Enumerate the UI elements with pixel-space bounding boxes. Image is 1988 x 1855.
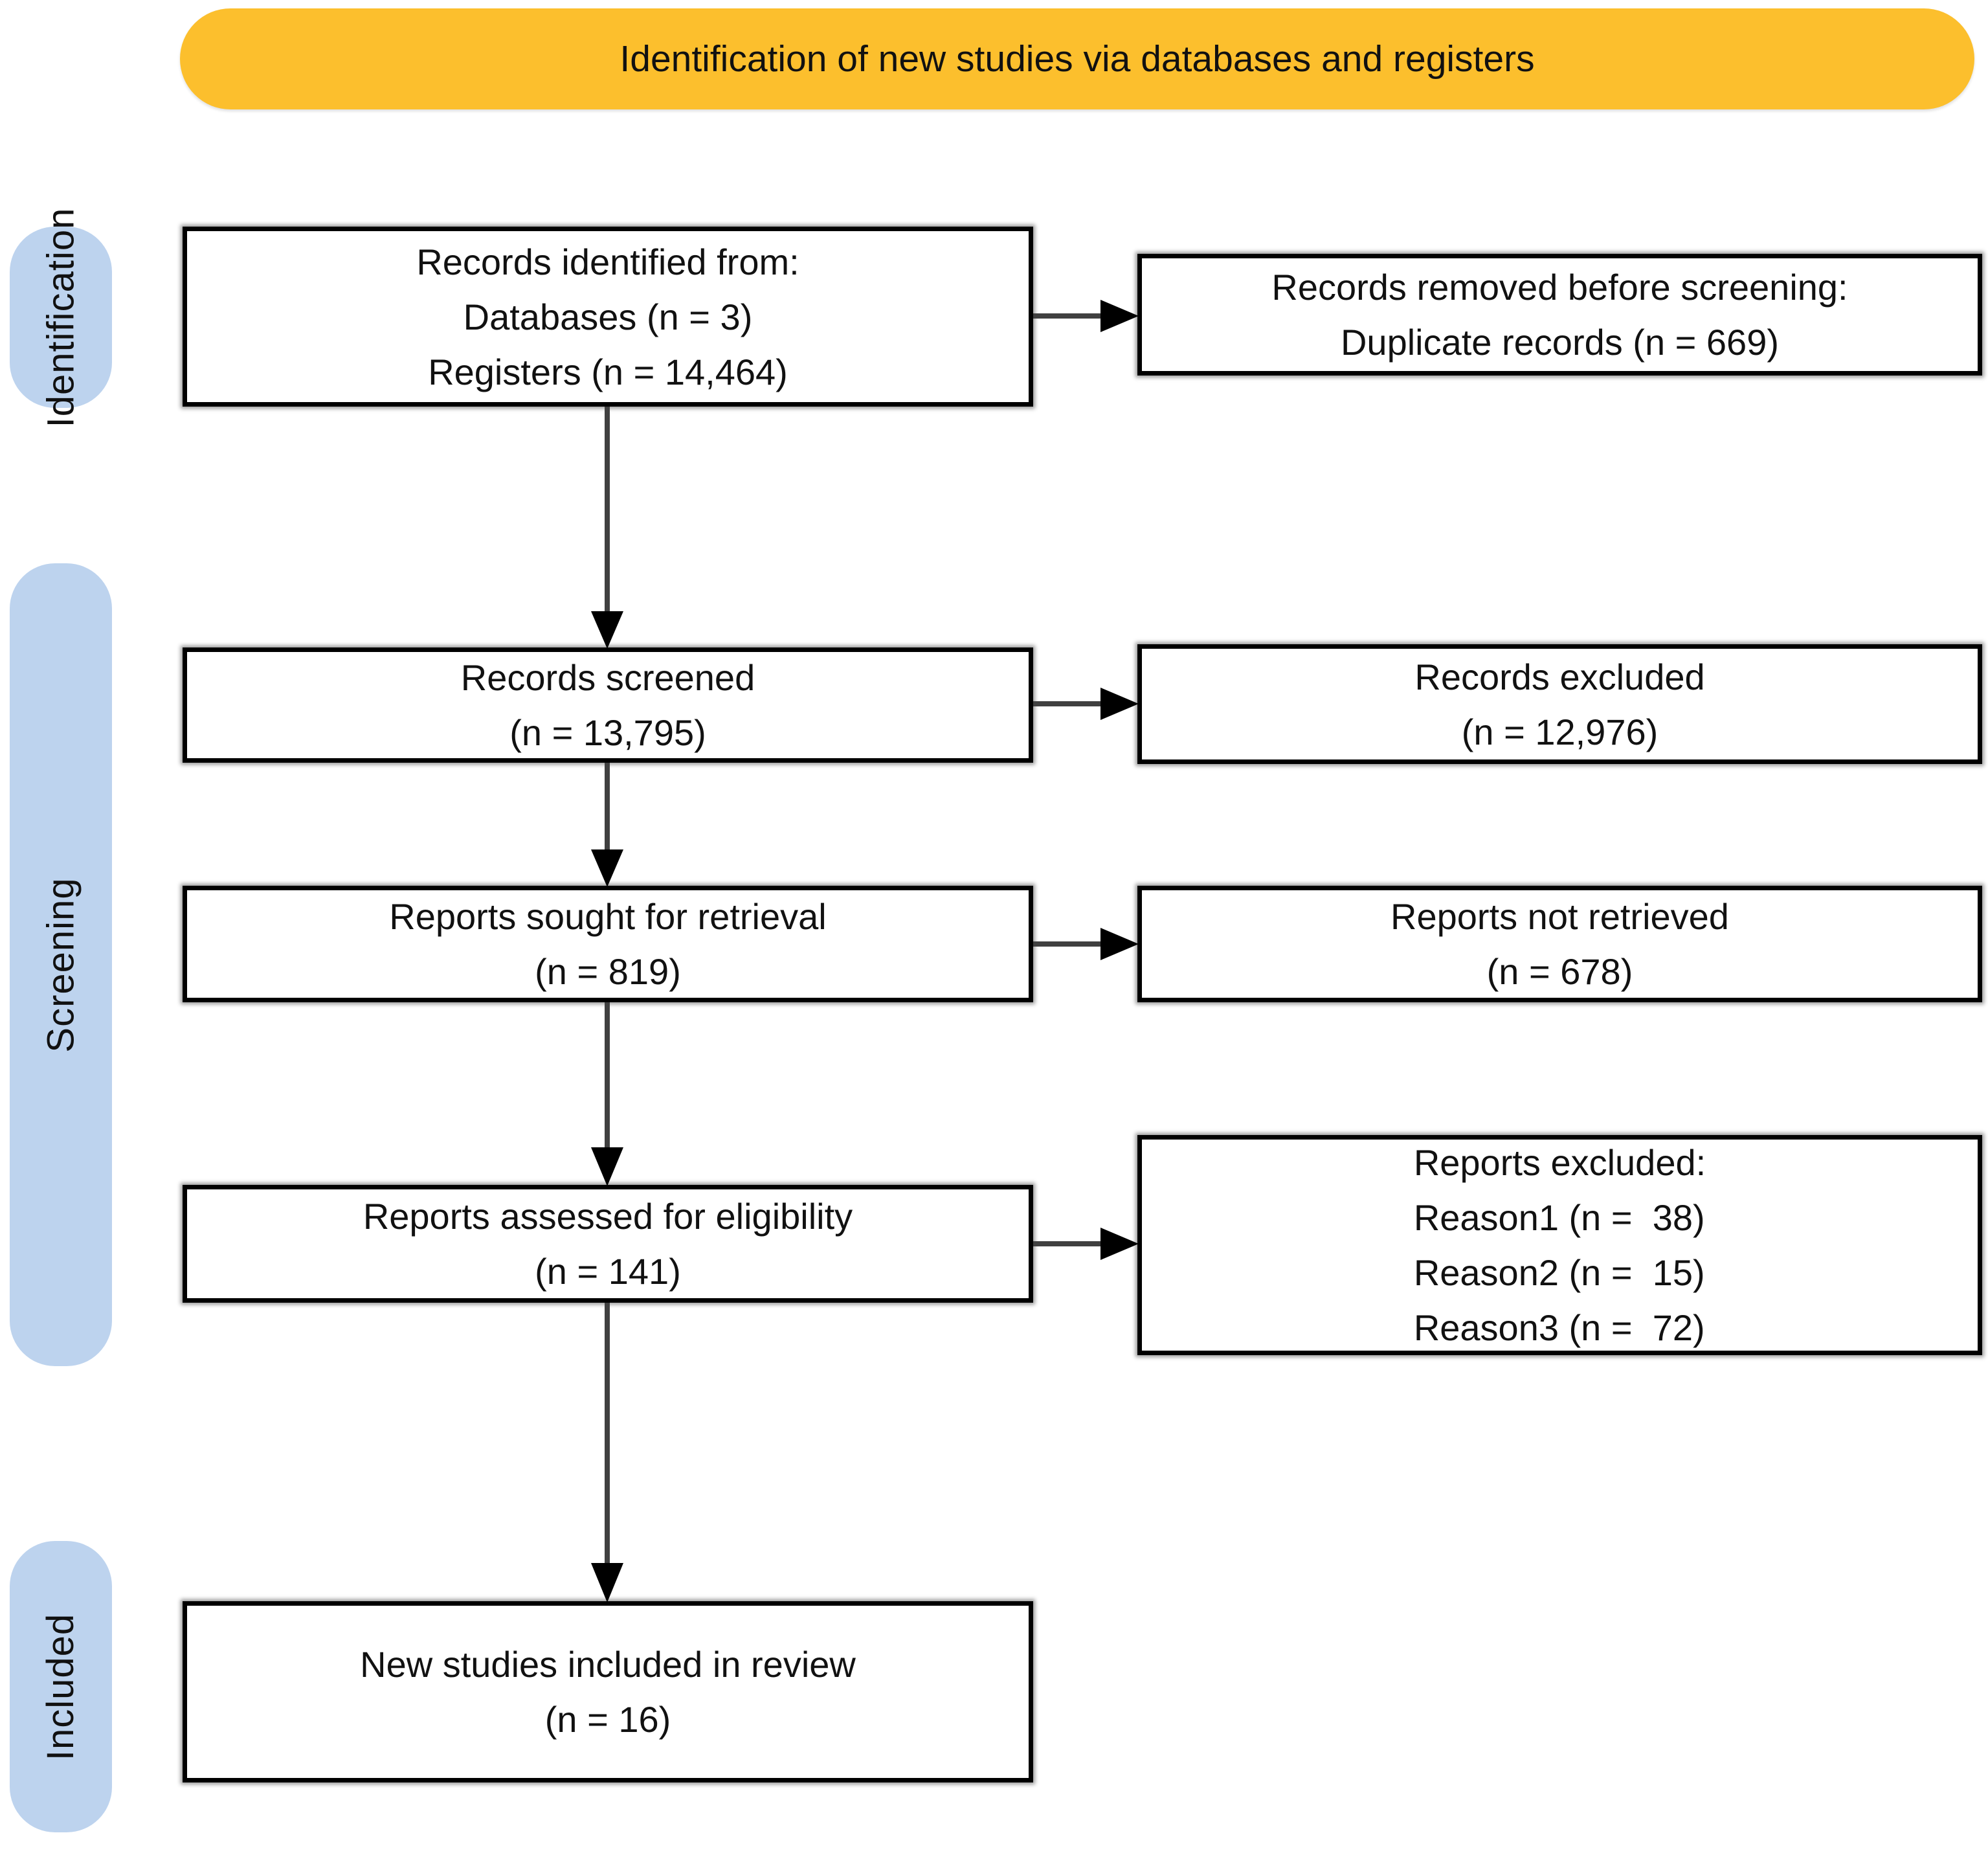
box-line: Databases (n = 3) [463, 296, 753, 337]
banner-title-pill: Identification of new studies via databa… [180, 8, 1974, 109]
box-reports-assessed: Reports assessed for eligibility (n = 14… [183, 1185, 1033, 1303]
box-line: New studies included in review [360, 1644, 856, 1685]
stage-label-included: Included [39, 1613, 82, 1760]
box-line: Registers (n = 14,464) [428, 351, 788, 392]
stage-label-screening: Screening [39, 877, 82, 1053]
arrow-screened-to-sought [591, 763, 623, 887]
arrow-sought-to-assessed [591, 1002, 623, 1186]
box-line: Reports excluded: [1413, 1142, 1706, 1183]
box-line: Records removed before screening: [1271, 267, 1848, 308]
box-line: Duplicate records (n = 669) [1340, 322, 1779, 363]
box-line: Reason1 (n = 38) [1413, 1197, 1705, 1238]
box-line: Reports sought for retrieval [389, 896, 827, 937]
banner-title: Identification of new studies via databa… [620, 38, 1535, 80]
arrow-sought-to-not-retrieved [1033, 928, 1139, 960]
box-reports-excluded: Reports excluded: Reason1 (n = 38) Reaso… [1137, 1135, 1982, 1355]
box-reports-sought: Reports sought for retrieval (n = 819) [183, 886, 1033, 1002]
box-text: Records excluded (n = 12,976) [1414, 649, 1704, 759]
box-records-identified: Records identified from: Databases (n = … [183, 227, 1033, 407]
box-line: Reason2 (n = 15) [1413, 1252, 1705, 1293]
box-line: Reports assessed for eligibility [363, 1196, 853, 1237]
box-text: Reports assessed for eligibility (n = 14… [363, 1189, 853, 1299]
box-line: Records excluded [1414, 656, 1705, 697]
box-line: (n = 678) [1486, 951, 1633, 992]
arrow-assessed-to-reports-excluded [1033, 1228, 1139, 1260]
stage-label-identification: Identification [39, 207, 82, 427]
box-new-studies-included: New studies included in review (n = 16) [183, 1601, 1033, 1782]
stage-pill-included: Included [10, 1541, 112, 1832]
arrow-identified-to-removed [1033, 300, 1139, 332]
arrow-assessed-to-included [591, 1303, 623, 1602]
box-text: Reports excluded: Reason1 (n = 38) Reaso… [1414, 1135, 1706, 1355]
box-text: Records screened (n = 13,795) [461, 650, 755, 760]
arrow-screened-to-excluded [1033, 688, 1139, 720]
box-text: New studies included in review (n = 16) [360, 1637, 856, 1747]
box-line: Records screened [460, 657, 755, 698]
box-line: (n = 12,976) [1461, 711, 1659, 752]
box-text: Records identified from: Databases (n = … [416, 234, 799, 399]
box-line: Reason3 (n = 72) [1413, 1307, 1705, 1348]
box-line: (n = 13,795) [509, 712, 706, 753]
box-line: (n = 819) [535, 951, 681, 992]
stage-pill-identification: Identification [10, 207, 112, 427]
arrow-identified-to-screened [591, 407, 623, 649]
box-text: Reports not retrieved (n = 678) [1390, 889, 1729, 999]
box-text: Reports sought for retrieval (n = 819) [389, 889, 826, 999]
box-reports-not-retrieved: Reports not retrieved (n = 678) [1137, 886, 1982, 1002]
box-records-screened: Records screened (n = 13,795) [183, 647, 1033, 763]
stage-pill-screening: Screening [10, 563, 112, 1366]
box-text: Records removed before screening: Duplic… [1271, 260, 1848, 370]
box-records-removed: Records removed before screening: Duplic… [1137, 254, 1982, 376]
box-line: Records identified from: [416, 241, 799, 282]
box-records-excluded: Records excluded (n = 12,976) [1137, 644, 1982, 764]
box-line: Reports not retrieved [1390, 896, 1729, 937]
box-line: (n = 141) [535, 1251, 681, 1292]
box-line: (n = 16) [544, 1699, 671, 1740]
